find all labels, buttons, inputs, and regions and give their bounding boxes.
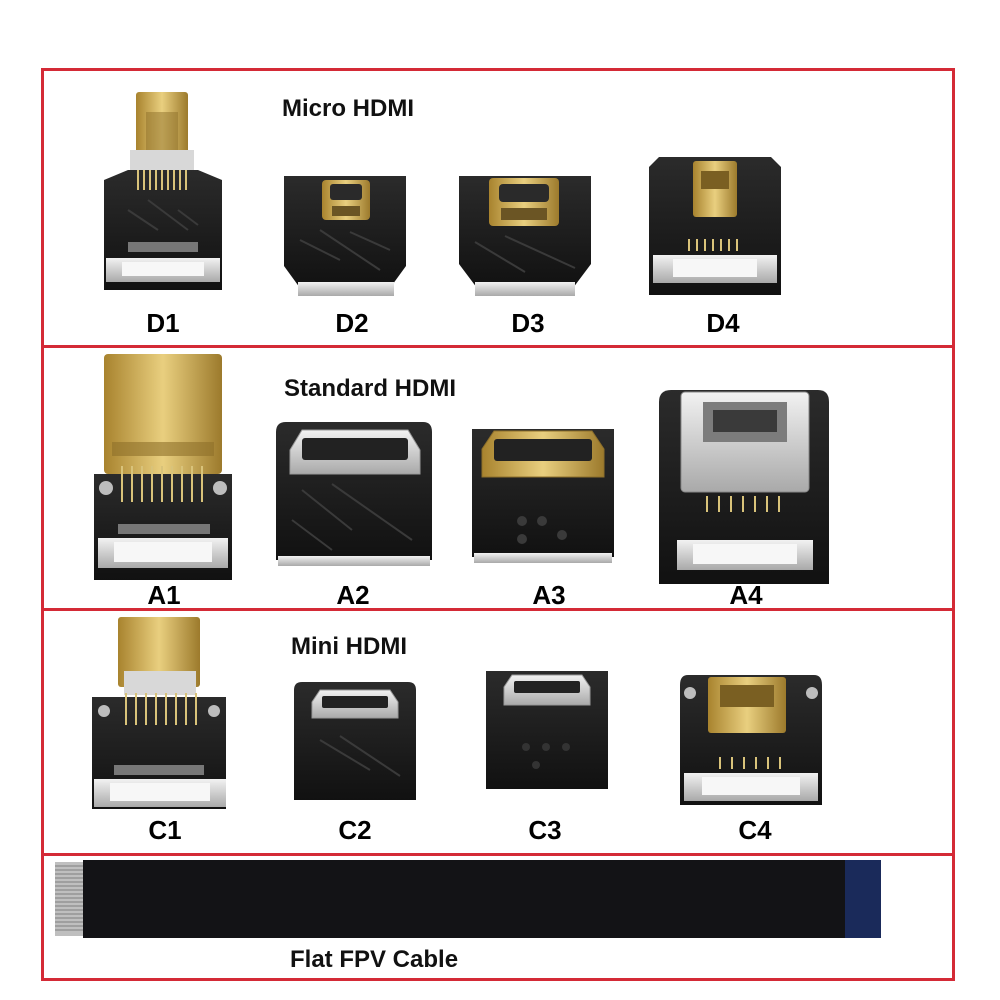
adapter-d1-image [98, 90, 228, 300]
label-c1: C1 [148, 815, 182, 845]
adapter-c4-image [676, 673, 826, 808]
adapter-a4-image [657, 388, 832, 588]
adapter-c1-image [90, 615, 230, 815]
label-a1: A1 [147, 580, 181, 610]
label-a2: A2 [336, 580, 370, 610]
section-frame-flat-cable [41, 853, 955, 981]
label-c3: C3 [528, 815, 562, 845]
label-d4: D4 [706, 308, 740, 338]
flat-fpv-cable-image [55, 860, 895, 940]
adapter-a1-image [92, 352, 237, 587]
label-a3: A3 [532, 580, 566, 610]
section-title-standard-hdmi: Standard HDMI [284, 375, 457, 402]
label-d1: D1 [146, 308, 180, 338]
adapter-d4-image [645, 155, 785, 300]
section-title-flat-cable: Flat FPV Cable [290, 946, 459, 973]
label-d2: D2 [335, 308, 369, 338]
adapter-a3-image [468, 425, 618, 565]
adapter-d3-image [455, 172, 595, 302]
adapter-d2-image [280, 170, 410, 300]
section-title-mini-hdmi: Mini HDMI [291, 633, 407, 660]
adapter-c3-image [482, 667, 612, 792]
label-c4: C4 [738, 815, 772, 845]
section-title-micro-hdmi: Micro HDMI [282, 95, 414, 122]
label-c2: C2 [338, 815, 372, 845]
adapter-a2-image [272, 420, 437, 570]
label-d3: D3 [511, 308, 545, 338]
label-a4: A4 [729, 580, 763, 610]
adapter-c2-image [290, 680, 420, 805]
